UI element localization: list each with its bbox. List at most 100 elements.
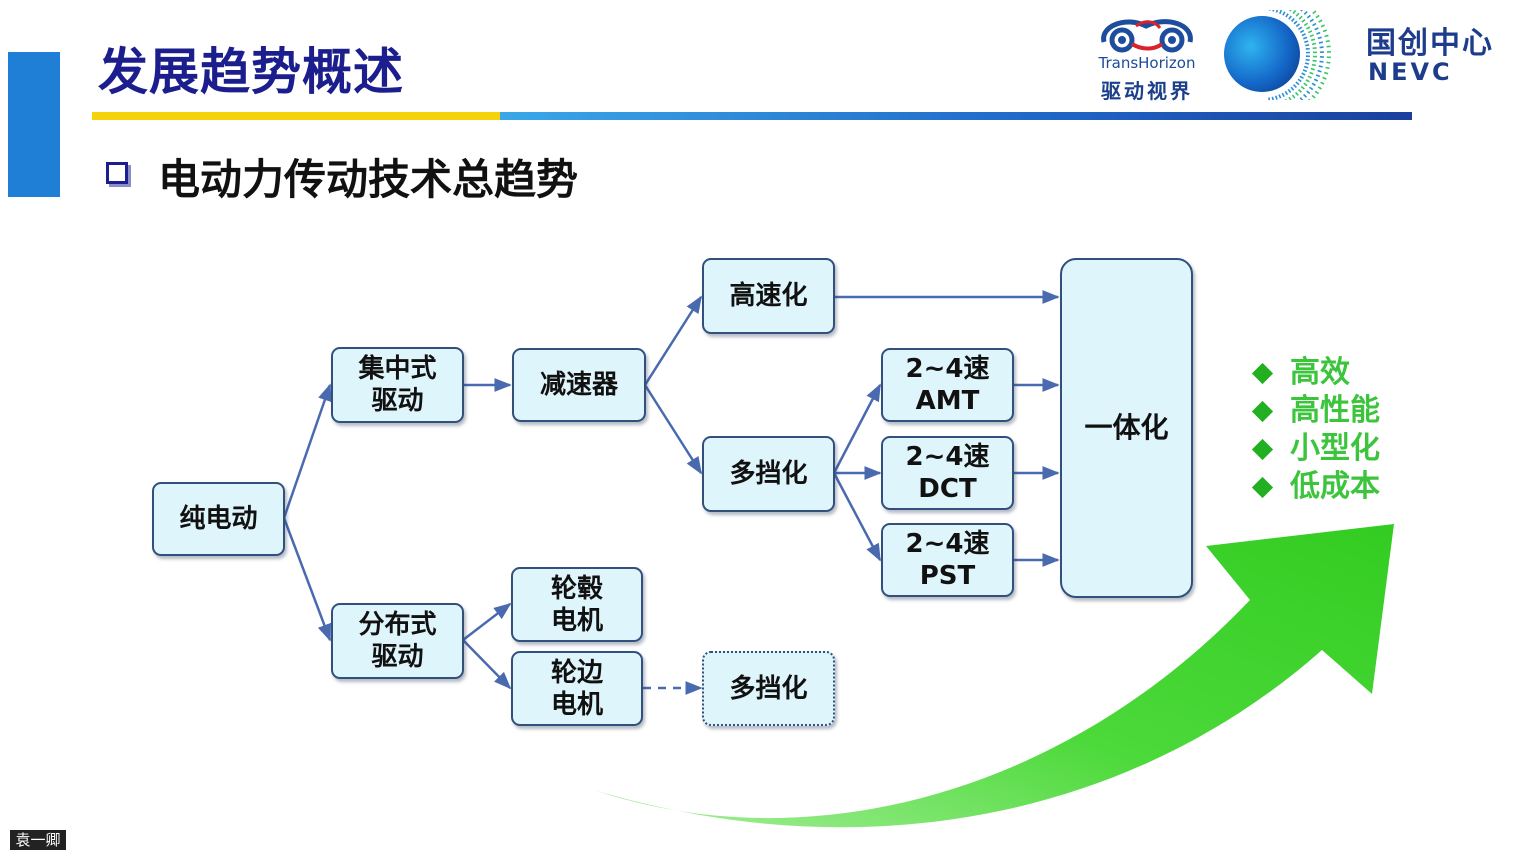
diamond-bullet-icon bbox=[1251, 476, 1274, 498]
connector-reducer-to-multigear bbox=[643, 384, 703, 475]
nevc-ray-dash bbox=[1324, 71, 1329, 75]
nevc-ray-dash bbox=[1268, 10, 1271, 11]
nevc-ray-dash bbox=[1271, 96, 1274, 100]
nevc-ray-dash bbox=[1307, 30, 1313, 34]
nevc-ray-dash bbox=[1325, 40, 1330, 43]
nevc-ray-dash bbox=[1315, 74, 1321, 78]
nevc-ray-dash bbox=[1303, 36, 1308, 40]
nevc-ray-dash bbox=[1297, 78, 1302, 83]
nevc-ray-dash bbox=[1319, 60, 1324, 63]
node-centralized-drive: 集中式 驱动 bbox=[331, 347, 464, 423]
section-subtitle: 电动力传动技术总趋势 bbox=[158, 155, 579, 204]
nevc-ray-dash bbox=[1303, 82, 1308, 87]
nevc-ray-dash bbox=[1290, 17, 1295, 22]
transhorizon-logo-text: TransHorizon bbox=[1098, 54, 1196, 72]
nevc-ray-dash bbox=[1311, 63, 1316, 67]
nevc-ray-dash bbox=[1292, 10, 1297, 15]
benefit-item: 小型化 bbox=[1250, 430, 1400, 468]
nevc-ray-dash bbox=[1306, 14, 1311, 19]
nevc-ray-dash bbox=[1268, 97, 1271, 100]
nevc-ray-dash bbox=[1326, 61, 1331, 64]
nevc-ray-dash bbox=[1304, 62, 1310, 65]
nevc-ray-dash bbox=[1275, 10, 1279, 13]
connector-reducer-to-highspeed bbox=[643, 295, 703, 386]
nevc-ray-dash bbox=[1309, 34, 1314, 38]
nevc-ray-dash bbox=[1295, 12, 1300, 17]
nevc-ray-dash bbox=[1318, 65, 1323, 68]
node-amt: 2~4速 AMT bbox=[881, 348, 1014, 422]
nevc-ray-dash bbox=[1324, 34, 1329, 38]
nevc-ray-dash bbox=[1299, 75, 1304, 79]
nevc-logo-icon bbox=[1224, 10, 1331, 100]
nevc-ray-dash bbox=[1301, 33, 1306, 37]
left-accent-bar bbox=[8, 52, 60, 197]
nevc-ray-dash bbox=[1320, 81, 1325, 85]
nevc-ray-dash bbox=[1312, 22, 1317, 27]
node-multi-gear-future: 多挡化 bbox=[702, 651, 835, 726]
nevc-ray-dash bbox=[1294, 91, 1299, 96]
benefit-item: 高效 bbox=[1250, 354, 1400, 392]
nevc-ray-dash bbox=[1304, 40, 1309, 43]
nevc-ray-dash bbox=[1314, 90, 1319, 95]
nevc-ray-dash bbox=[1306, 26, 1311, 30]
nevc-logo-chinese: 国创中心 bbox=[1366, 26, 1494, 61]
nevc-logo-text: NEVC bbox=[1368, 58, 1453, 86]
node-dct: 2~4速 DCT bbox=[881, 436, 1014, 510]
nevc-ray-dash bbox=[1314, 27, 1319, 31]
checkbox-bullet-icon bbox=[106, 162, 128, 184]
nevc-ray-dash bbox=[1281, 92, 1285, 97]
nevc-ray-dash bbox=[1301, 19, 1306, 23]
nevc-ray-dash bbox=[1310, 38, 1316, 42]
nevc-ray-dash bbox=[1305, 79, 1310, 83]
connector-multigear-to-pst bbox=[832, 472, 882, 562]
nevc-ray-dash bbox=[1316, 31, 1321, 35]
nevc-ray-dash bbox=[1325, 66, 1330, 70]
transhorizon-logo-icon bbox=[1101, 19, 1193, 53]
nevc-ray-dash bbox=[1285, 13, 1289, 18]
nevc-ray-dash bbox=[1293, 20, 1298, 25]
nevc-ray-dash bbox=[1295, 23, 1301, 28]
connector-pure-to-centralized bbox=[282, 383, 332, 519]
nevc-ray-dash bbox=[1300, 85, 1305, 90]
nevc-ray-dash bbox=[1282, 11, 1286, 16]
nevc-ray-dash bbox=[1279, 10, 1283, 15]
nevc-ray-dash bbox=[1299, 29, 1305, 34]
nevc-ray-dash bbox=[1312, 10, 1317, 15]
nevc-ray-dash bbox=[1289, 10, 1292, 12]
nevc-ray-dash bbox=[1305, 44, 1310, 47]
benefits-list: 高效 高性能 小型化 低成本 bbox=[1250, 354, 1400, 506]
slide-title: 发展趋势概述 bbox=[98, 43, 404, 101]
nevc-ray-dash bbox=[1311, 82, 1316, 87]
connector-multigear-to-amt bbox=[832, 383, 882, 474]
nevc-ray-dash bbox=[1317, 36, 1322, 40]
node-reducer: 减速器 bbox=[512, 348, 646, 422]
nevc-ray-dash bbox=[1302, 69, 1308, 73]
nevc-ray-dash bbox=[1300, 10, 1303, 12]
node-pure-electric: 纯电动 bbox=[152, 482, 285, 556]
nevc-ray-dash bbox=[1313, 78, 1319, 82]
nevc-ray-dash bbox=[1303, 10, 1308, 15]
nevc-ray-dash bbox=[1317, 86, 1322, 90]
nevc-ray-dash bbox=[1274, 95, 1278, 100]
nevc-ray-dash bbox=[1310, 67, 1315, 71]
title-underline-blue bbox=[500, 112, 1412, 120]
nevc-ray-dash bbox=[1318, 41, 1324, 44]
nevc-ray-dash bbox=[1307, 75, 1312, 79]
title-underline-yellow bbox=[92, 112, 502, 120]
trend-arrow bbox=[594, 524, 1394, 828]
nevc-ray-dash bbox=[1284, 90, 1289, 96]
presenter-name-tag: 袁一卿 bbox=[10, 830, 66, 850]
diamond-bullet-icon bbox=[1251, 400, 1274, 422]
node-integrated: 一体化 bbox=[1060, 258, 1193, 598]
nevc-ray-dash bbox=[1309, 18, 1314, 23]
node-pst: 2~4速 PST bbox=[881, 523, 1014, 597]
connector-distributed-to-wheelside bbox=[462, 639, 512, 690]
transhorizon-logo-chinese: 驱动视界 bbox=[1101, 79, 1193, 103]
nevc-ray-dash bbox=[1298, 88, 1302, 93]
nevc-ray-dash bbox=[1288, 96, 1292, 100]
nevc-ray-dash bbox=[1308, 98, 1311, 100]
nevc-ray-dash bbox=[1292, 84, 1297, 89]
nevc-ray-dash bbox=[1303, 65, 1309, 69]
nevc-ray-dash bbox=[1295, 81, 1300, 86]
